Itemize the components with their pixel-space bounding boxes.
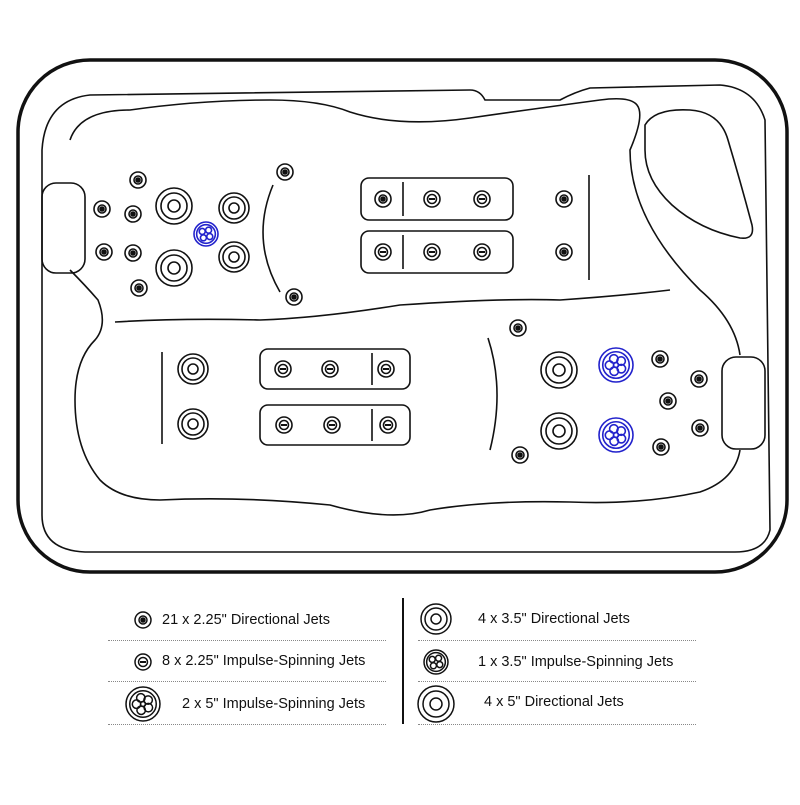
large-directional-jet-icon [417, 685, 455, 723]
jet-bar [259, 404, 411, 446]
jet-bar [360, 177, 514, 221]
small-impulse-jet-icon [274, 360, 292, 378]
small-directional-jet-icon [555, 190, 573, 208]
small-directional-jet-icon [509, 319, 527, 337]
small-directional-jet-icon [555, 243, 573, 261]
small-directional-jet-icon [134, 611, 152, 629]
medium-impulse-jet-icon [193, 221, 219, 247]
bar-dividers [161, 175, 590, 444]
small-directional-jet-icon [652, 438, 670, 456]
legend-label: 21 x 2.25" Directional Jets [162, 612, 330, 628]
pillow [644, 108, 754, 240]
small-directional-jet-icon [690, 370, 708, 388]
small-directional-jet-icon [124, 205, 142, 223]
divider-line [114, 289, 671, 323]
legend-label: 2 x 5" Impulse-Spinning Jets [182, 696, 366, 712]
seating-well-outline [69, 98, 741, 516]
small-directional-jet-icon [124, 244, 142, 262]
small-directional-jet-icon [276, 163, 294, 181]
jet-bar [259, 348, 411, 390]
large-directional-jet-icon [540, 412, 578, 450]
small-directional-jet-icon [129, 171, 147, 189]
legend-label: 4 x 5" Directional Jets [484, 694, 624, 710]
seat-arc [262, 184, 498, 451]
large-directional-jet-icon [155, 249, 193, 287]
medium-directional-jet-icon [177, 408, 209, 440]
small-impulse-jet-icon [379, 416, 397, 434]
large-impulse-jet-icon [125, 686, 161, 722]
tub-outer-shell [16, 58, 789, 574]
medium-directional-jet-icon [177, 353, 209, 385]
medium-directional-jet-icon [420, 603, 452, 635]
small-impulse-jet-icon [134, 653, 152, 671]
legend-divider [402, 598, 404, 724]
small-impulse-jet-icon [275, 416, 293, 434]
legend-label: 8 x 2.25" Impulse-Spinning Jets [162, 653, 366, 669]
medium-directional-jet-icon [218, 241, 250, 273]
medium-directional-jet-icon [218, 192, 250, 224]
jet-bar [360, 230, 514, 274]
large-directional-jet-icon [540, 351, 578, 389]
small-directional-jet-icon [93, 200, 111, 218]
small-impulse-jet-icon [323, 416, 341, 434]
right-headrest [721, 356, 766, 450]
left-headrest [41, 182, 86, 274]
large-impulse-jet-icon [598, 347, 634, 383]
small-directional-jet-icon [374, 190, 392, 208]
small-directional-jet-icon [651, 350, 669, 368]
large-impulse-jet-icon [598, 417, 634, 453]
small-impulse-jet-icon [473, 190, 491, 208]
legend-label: 1 x 3.5" Impulse-Spinning Jets [478, 654, 674, 670]
small-impulse-jet-icon [423, 243, 441, 261]
small-directional-jet-icon [659, 392, 677, 410]
small-impulse-jet-icon [374, 243, 392, 261]
small-impulse-jet-icon [321, 360, 339, 378]
large-directional-jet-icon [155, 187, 193, 225]
small-directional-jet-icon [285, 288, 303, 306]
legend-label: 4 x 3.5" Directional Jets [478, 611, 630, 627]
small-directional-jet-icon [691, 419, 709, 437]
medium-impulse-jet-icon [423, 649, 449, 675]
small-directional-jet-icon [95, 243, 113, 261]
small-impulse-jet-icon [423, 190, 441, 208]
small-directional-jet-icon [130, 279, 148, 297]
small-impulse-jet-icon [377, 360, 395, 378]
small-directional-jet-icon [511, 446, 529, 464]
tub-inner-edge [41, 84, 771, 553]
small-impulse-jet-icon [473, 243, 491, 261]
